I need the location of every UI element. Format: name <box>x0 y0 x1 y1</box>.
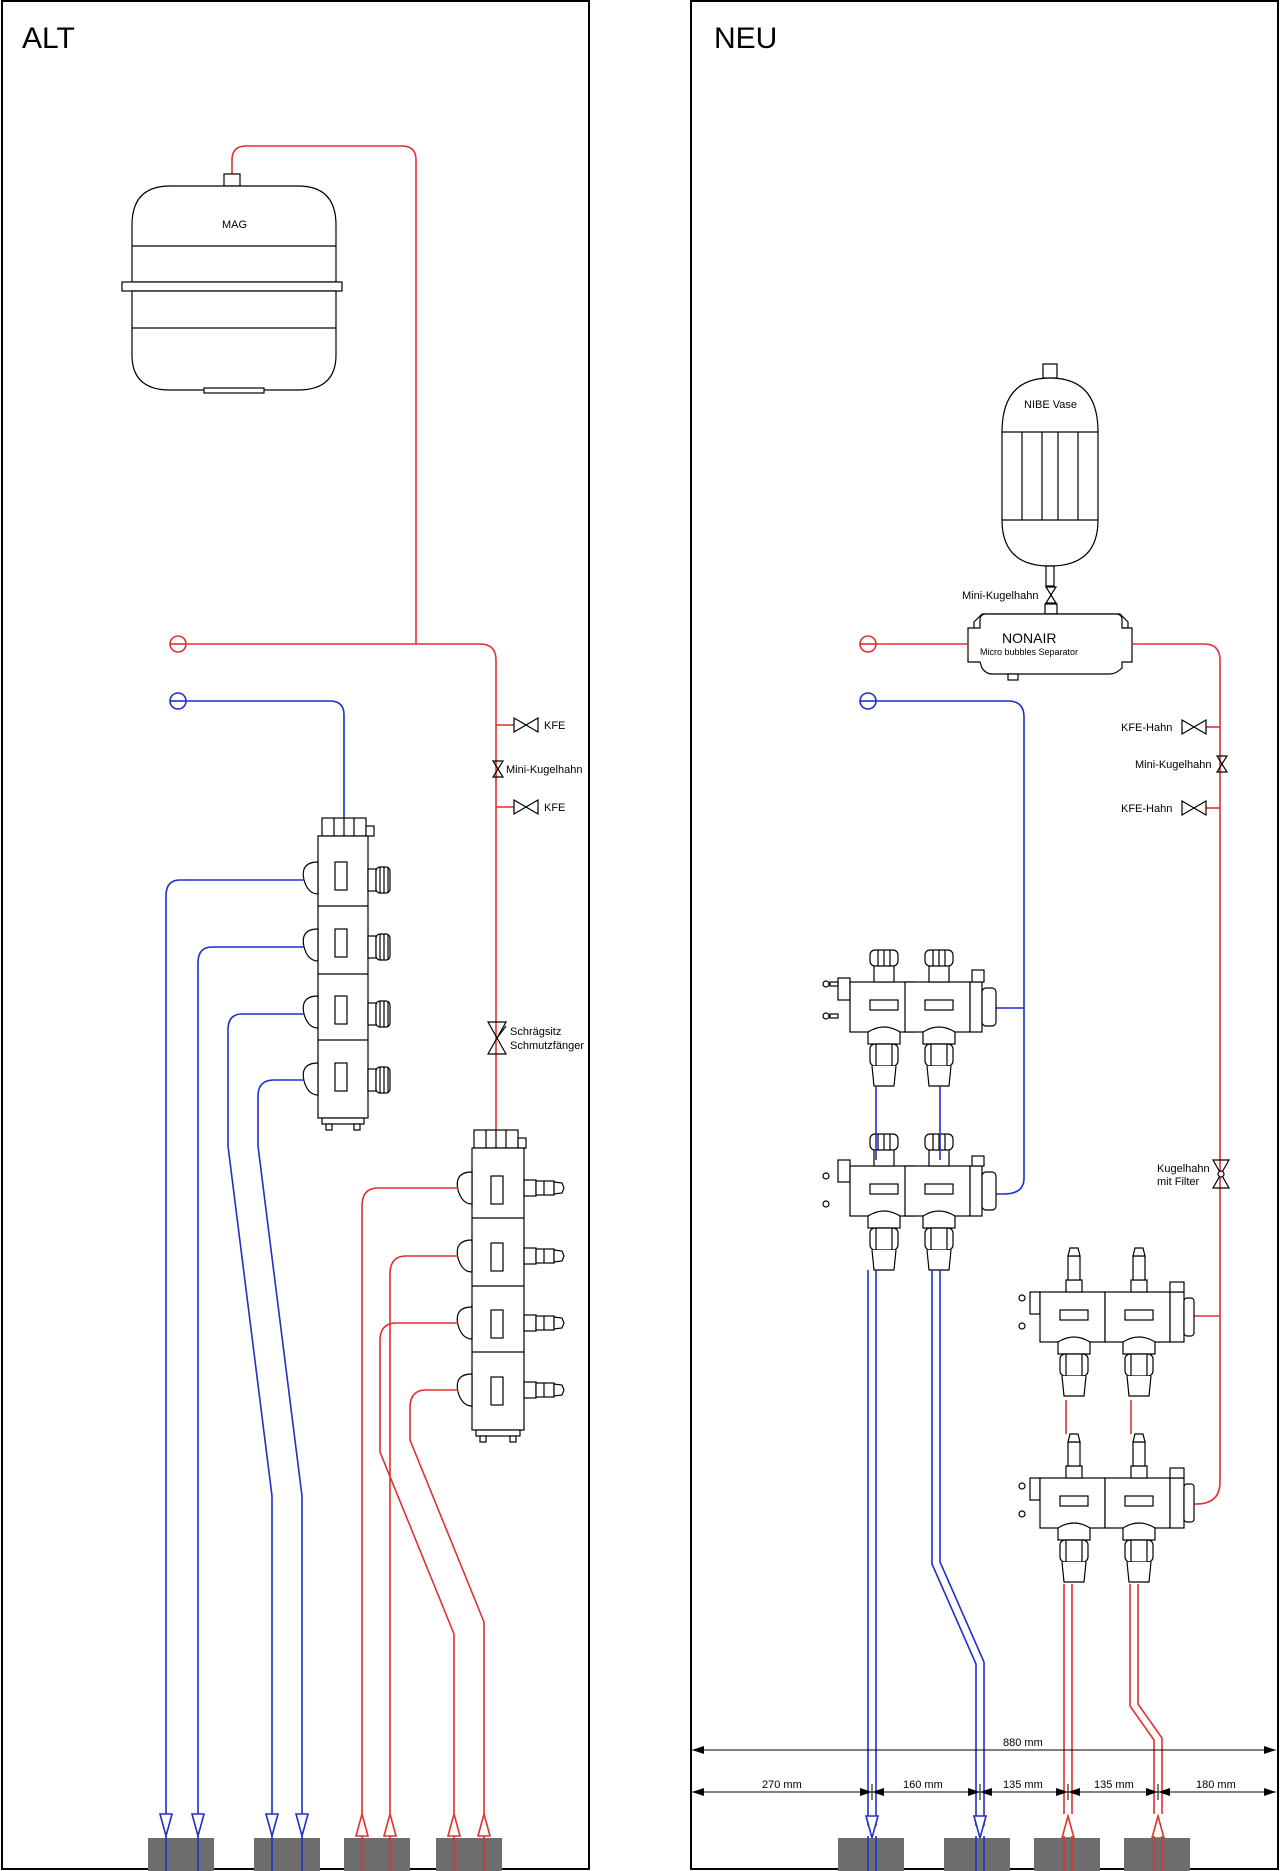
neu-return-manifold-upper <box>822 949 997 1087</box>
alt-supply-manifold <box>456 1129 565 1443</box>
neu-kugelhahn-label-2: mit Filter <box>1157 1176 1200 1188</box>
neu-supply-main: KFE-Hahn Mini-Kugelhahn KFE-Hahn Kugelha… <box>859 635 1231 1505</box>
neu-kfe-hahn-bottom-label: KFE-Hahn <box>1121 803 1172 815</box>
alt-floor-blocks <box>148 1836 502 1871</box>
dimension-segment-1: 270 mm <box>762 1779 802 1791</box>
neu-return-main <box>859 692 1025 1195</box>
alt-kfe-bottom-label: KFE <box>544 802 565 814</box>
nonair-separator: NONAIR Micro bubbles Separator <box>967 613 1133 681</box>
neu-mini-kugelhahn-label: Mini-Kugelhahn <box>962 590 1038 602</box>
nonair-title: NONAIR <box>1002 630 1056 646</box>
neu-supply-manifold-upper <box>1018 1247 1195 1397</box>
alt-schraegsitz-label-1: Schrägsitz <box>510 1026 561 1038</box>
alt-supply-main: KFE Mini-Kugelhahn KFE Schrägsitz Schmut… <box>169 635 584 1130</box>
neu-supply-manifold-lower <box>1018 1433 1195 1583</box>
mag-label: MAG <box>222 219 247 231</box>
dimension-segment-5: 180 mm <box>1196 1779 1236 1791</box>
dimension-lines: 880 mm 270 mm 160 mm 135 mm 135 mm 180 m… <box>692 1737 1276 1800</box>
panel-neu-frame <box>690 0 1279 1870</box>
neu-return-branches <box>865 1086 987 1839</box>
nibe-vase: NIBE Vase Mini-Kugelhahn <box>962 363 1099 615</box>
alt-return-main <box>169 692 345 818</box>
alt-kfe-top-label: KFE <box>544 720 565 732</box>
panel-neu-title: NEU <box>714 22 777 55</box>
neu-return-manifold-lower <box>822 1133 997 1271</box>
nonair-subtitle: Micro bubbles Separator <box>980 647 1078 657</box>
neu-mini-kugelhahn2-label: Mini-Kugelhahn <box>1135 759 1211 771</box>
alt-return-branches <box>159 879 309 1837</box>
neu-supply-branches <box>1061 1400 1165 1839</box>
alt-return-manifold <box>302 817 391 1131</box>
alt-mini-kugelhahn-label: Mini-Kugelhahn <box>506 764 582 776</box>
neu-kugelhahn-label-1: Kugelhahn <box>1157 1163 1210 1175</box>
dimension-segment-4: 135 mm <box>1094 1779 1134 1791</box>
panel-alt-title: ALT <box>22 22 75 55</box>
alt-schraegsitz-label-2: Schmutzfänger <box>510 1040 584 1052</box>
alt-supply-branches <box>355 1187 491 1837</box>
dimension-total: 880 mm <box>1003 1737 1043 1749</box>
nibe-vase-label: NIBE Vase <box>1024 399 1077 411</box>
dimension-segment-2: 160 mm <box>903 1779 943 1791</box>
mag-expansion-vessel: MAG <box>121 145 417 644</box>
neu-kfe-hahn-top-label: KFE-Hahn <box>1121 722 1172 734</box>
dimension-segment-3: 135 mm <box>1003 1779 1043 1791</box>
neu-floor-blocks <box>838 1836 1190 1871</box>
